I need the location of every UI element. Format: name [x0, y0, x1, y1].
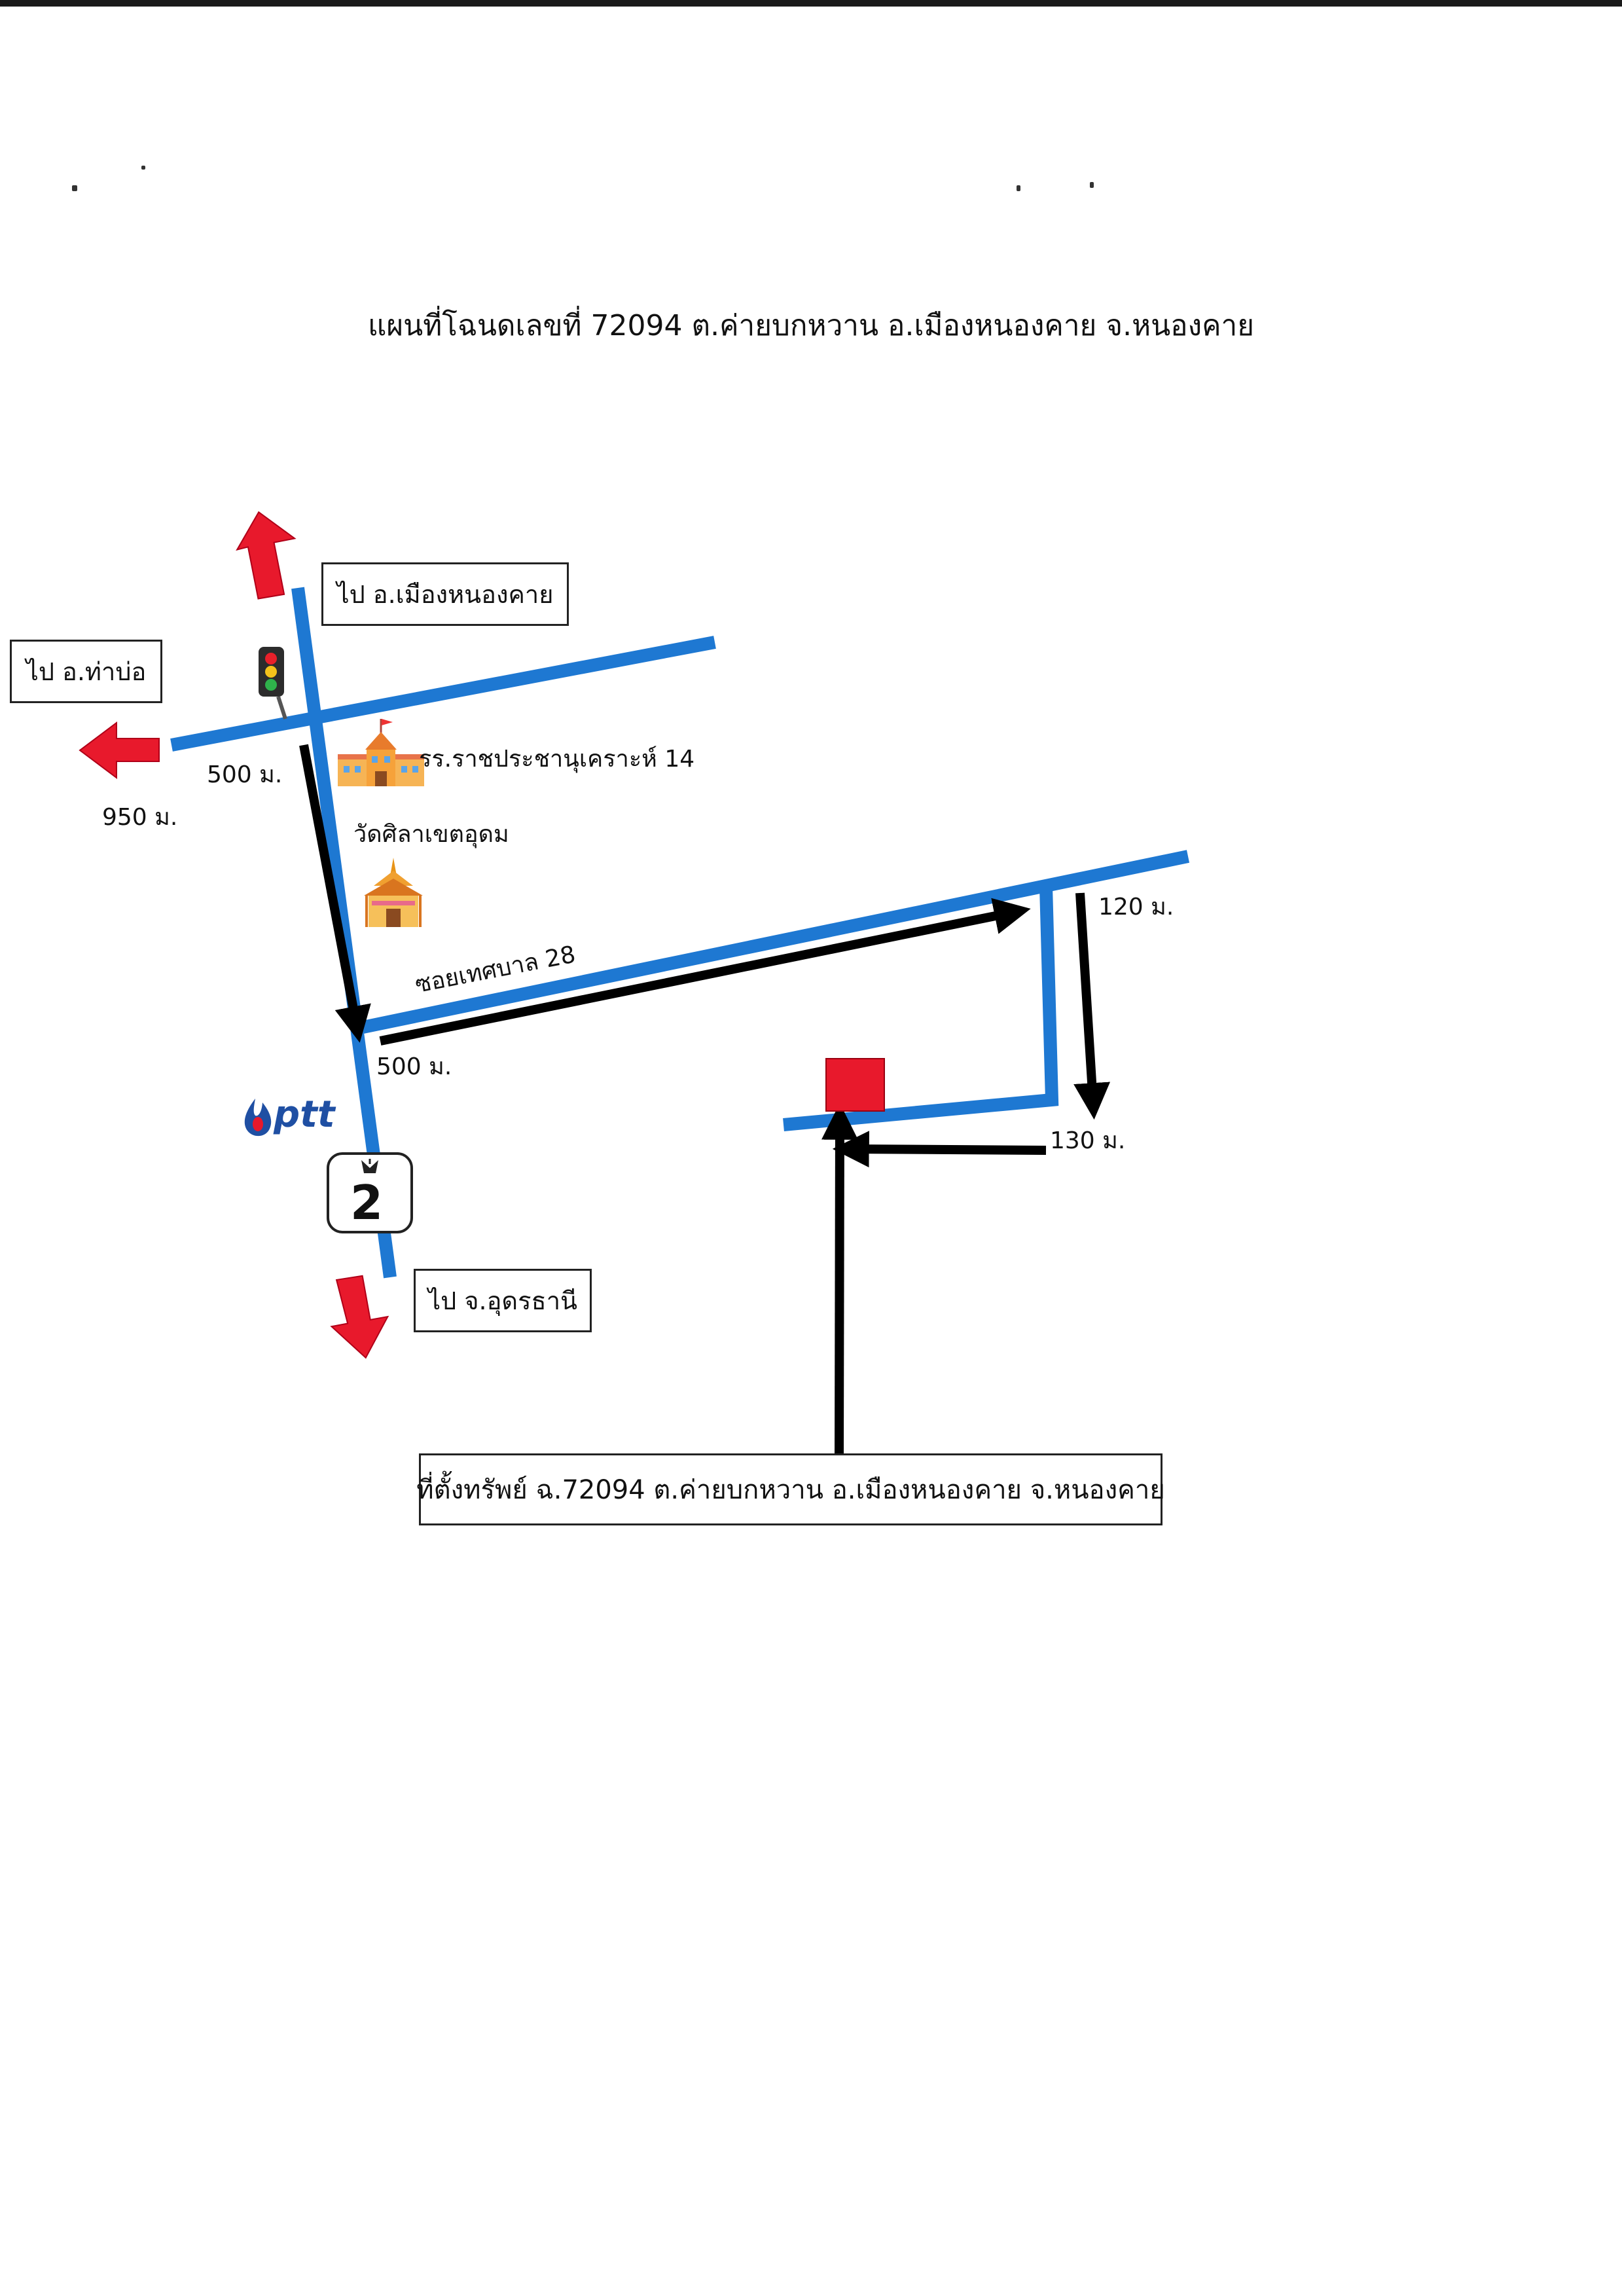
- route-arrow-4: [832, 1131, 1047, 1168]
- route-arrow-1: [299, 744, 371, 1043]
- school-label: รร.ราชประชานุเคราะห์ 14: [419, 746, 695, 773]
- route-arrow-2: [379, 898, 1031, 1046]
- arrow-up-to-mueang: [236, 511, 297, 600]
- map-title: แผนที่โฉนดเลขที่ 72094 ต.ค่ายบกหวาน อ.เม…: [368, 309, 1254, 342]
- temple-icon: [364, 858, 423, 927]
- cross-road-tha-bo: [170, 636, 716, 752]
- soi-thetsaban-28-road: [351, 850, 1190, 1036]
- property-label: ที่ตั้งทรัพย์ ฉ.72094 ต.ค่ายบกหวาน อ.เมื…: [416, 1475, 1165, 1505]
- distance-130: 130 ม.: [1050, 1127, 1126, 1154]
- access-road: [783, 886, 1059, 1131]
- highway-2-shield-icon: [327, 1152, 413, 1233]
- to-mueang-box: ไป อ.เมืองหนองคาย: [321, 562, 569, 626]
- scan-speck: [141, 166, 145, 170]
- highway-number: 2: [350, 1175, 384, 1230]
- ptt-label: ptt: [274, 1093, 335, 1136]
- scan-speck: [1090, 182, 1094, 188]
- to-udon-label: ไป จ.อุดรธานี: [427, 1286, 578, 1315]
- distance-500-second: 500 ม.: [376, 1053, 452, 1080]
- arrow-down-to-udon: [330, 1275, 389, 1359]
- arrow-left-to-tha-bo: [79, 721, 160, 779]
- to-udon-box: ไป จ.อุดรธานี: [414, 1269, 592, 1332]
- property-box: ที่ตั้งทรัพย์ ฉ.72094 ต.ค่ายบกหวาน อ.เมื…: [416, 1453, 1165, 1525]
- school-icon: [338, 719, 424, 786]
- to-tha-bo-box: ไป อ.ท่าบ่อ: [10, 640, 162, 703]
- scan-top-edge: [0, 0, 1622, 7]
- temple-label: วัดศิลาเขตอุดม: [353, 821, 509, 848]
- to-mueang-label: ไป อ.เมืองหนองคาย: [336, 580, 554, 609]
- scan-speck: [1017, 185, 1020, 191]
- scan-speck: [72, 185, 77, 191]
- route-arrows: [299, 744, 1111, 1455]
- distance-120: 120 ม.: [1098, 894, 1174, 920]
- roads: [170, 587, 1190, 1279]
- traffic-light-icon: [259, 647, 287, 720]
- route-arrow-5: [821, 1102, 858, 1455]
- distance-950: 950 ม.: [102, 804, 178, 831]
- direction-arrows: [79, 511, 389, 1359]
- property-marker: [825, 1058, 885, 1112]
- ptt-logo-icon: [244, 1099, 272, 1137]
- route-arrow-3: [1073, 892, 1111, 1120]
- distance-500-first: 500 ม.: [207, 761, 283, 788]
- to-tha-bo-label: ไป อ.ท่าบ่อ: [26, 657, 147, 686]
